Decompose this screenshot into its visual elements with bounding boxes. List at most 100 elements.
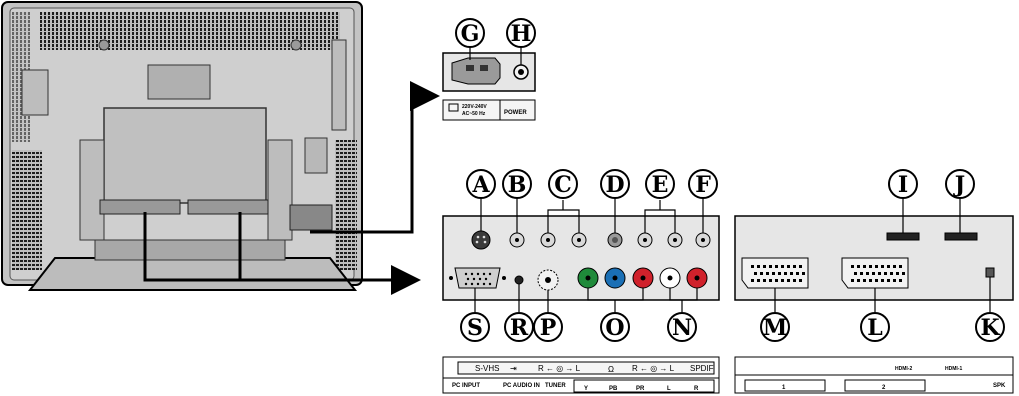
scart-pin [869, 265, 872, 268]
scart-pin [766, 272, 769, 275]
scart-pin [866, 272, 869, 275]
callout-j: J [945, 169, 975, 199]
scart-pin [769, 265, 772, 268]
callout-circle [945, 169, 975, 199]
r-label: R [694, 386, 699, 392]
callout-lines [469, 47, 991, 312]
callout-circle [455, 18, 485, 48]
scart-pin [781, 265, 784, 268]
callout-p: P [533, 312, 563, 342]
callout-circle [460, 312, 490, 342]
left-vent [12, 150, 42, 270]
callout-letter: R [510, 315, 529, 341]
scart-pin [787, 279, 790, 282]
frequency-label: AC~50 Hz [462, 111, 486, 117]
callout-letter: G [461, 21, 480, 47]
callout-circle [548, 169, 578, 199]
scart-pin [887, 265, 890, 268]
ac-socket [451, 57, 501, 85]
callout-circle [533, 312, 563, 342]
callout-m: M [760, 312, 790, 342]
right-vent [335, 140, 357, 270]
callout-circle [860, 312, 890, 342]
audio-in-label: R ← ◎ → L [538, 364, 581, 373]
callout-circle [975, 312, 1005, 342]
svhs-label: S-VHS [475, 364, 499, 373]
scart-pin [787, 265, 790, 268]
pc-input-label: PC INPUT [452, 383, 480, 389]
scart-pin [781, 279, 784, 282]
scart-pin [893, 279, 896, 282]
scart-1-label: 1 [782, 385, 786, 391]
tuner-label: TUNER [545, 383, 566, 389]
scart-pin [851, 279, 854, 282]
scart-pin [775, 279, 778, 282]
callout-circle [760, 312, 790, 342]
power-panel: 220V-240V AC~50 Hz POWER [442, 52, 536, 121]
callout-letter: M [763, 315, 787, 341]
callout-n: N [667, 312, 697, 342]
voltage-label: 220V-240V [462, 104, 487, 110]
scart-pin [778, 272, 781, 275]
callout-circle [466, 169, 496, 199]
right-label-strip: HDMI-2 HDMI-1 1 2 SPK [734, 356, 1014, 394]
callout-letter: S [467, 315, 483, 341]
scart-pin [784, 272, 787, 275]
scart-pin [872, 272, 875, 275]
pr-label: PR [636, 386, 645, 392]
callout-letter: A [471, 172, 490, 198]
callout-letter: K [980, 315, 1000, 341]
callout-r: R [504, 312, 534, 342]
scart-pin [860, 272, 863, 275]
scart-pin [751, 265, 754, 268]
av-connector-panel [442, 215, 720, 301]
pointer-arrows [143, 81, 440, 295]
callout-circle [667, 312, 697, 342]
top-vent [40, 12, 340, 50]
power-label: POWER [504, 110, 527, 116]
callout-f: F [688, 169, 718, 199]
headphone-label: Ω [608, 365, 614, 374]
scart-pin [857, 279, 860, 282]
scart-pin [793, 265, 796, 268]
spdif-label: SPDIF [690, 364, 714, 373]
callout-letter: N [672, 315, 692, 341]
scart-pin [896, 272, 899, 275]
speaker-connector [985, 267, 995, 278]
callout-letter: C [554, 172, 572, 198]
scart-pin [899, 279, 902, 282]
scart-pin [902, 272, 905, 275]
scart-pin [799, 265, 802, 268]
scart-pins [751, 265, 905, 282]
callout-circle [688, 169, 718, 199]
callout-circle [600, 312, 630, 342]
scart-pin [854, 272, 857, 275]
callout-s: S [460, 312, 490, 342]
hdmi-2-label: HDMI-2 [895, 366, 912, 372]
video-label: ⇥ [510, 364, 517, 373]
callout-circle [600, 169, 630, 199]
scart-pin [875, 265, 878, 268]
scart-pin [881, 279, 884, 282]
callout-k: K [975, 312, 1005, 342]
scart-pin [878, 272, 881, 275]
callout-a: A [466, 169, 496, 199]
callout-letter: O [605, 315, 624, 341]
hdmi-2-port [886, 232, 920, 241]
callout-b: B [502, 169, 532, 199]
scart-pin [790, 272, 793, 275]
scart-pin [772, 272, 775, 275]
scart-pin [899, 265, 902, 268]
spk-label: SPK [993, 383, 1006, 389]
scart-pin [875, 279, 878, 282]
callout-letter: H [511, 21, 532, 47]
scart-pin [863, 279, 866, 282]
audio-out-label: R ← ◎ → L [632, 364, 675, 373]
callout-circle [888, 169, 918, 199]
scart-2-label: 2 [882, 385, 886, 391]
l-label: L [667, 386, 671, 392]
callout-i: I [888, 169, 918, 199]
scart-pin [799, 279, 802, 282]
scart-pin [751, 279, 754, 282]
